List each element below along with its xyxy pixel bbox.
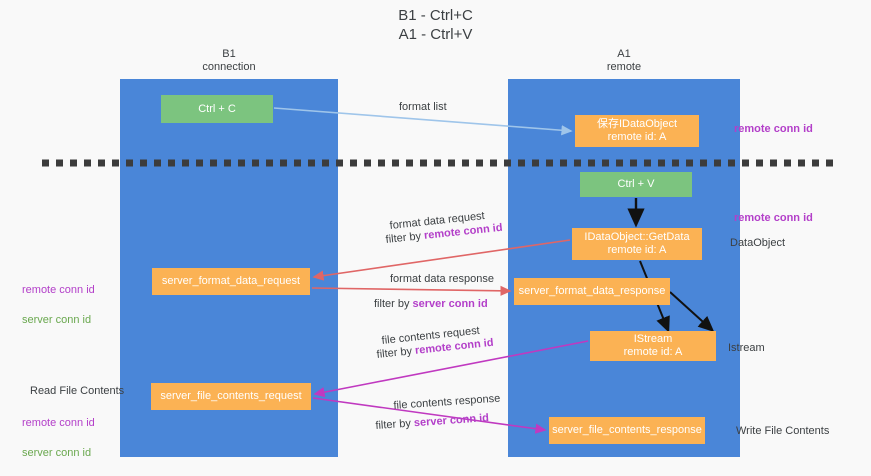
label-format-list: format list xyxy=(399,101,447,113)
annotation-conn-ids-format: remote conn id server conn id xyxy=(22,268,95,343)
arrow-format-data-request xyxy=(312,239,571,281)
filter-by-text-3: filter by xyxy=(376,344,416,361)
box-ctrl-c[interactable]: Ctrl + C xyxy=(161,95,273,123)
annotation-dataobject: DataObject xyxy=(730,237,786,249)
annotation-server-conn-id-left-1: server conn id xyxy=(22,314,92,326)
box-ctrl-v[interactable]: Ctrl + V xyxy=(580,172,692,197)
diagram-title: B1 - Ctrl+C A1 - Ctrl+V xyxy=(398,7,473,43)
box-server-file-contents-request[interactable]: server_file_contents_request xyxy=(151,383,311,410)
annotation-conn-ids-file: remote conn id server conn id xyxy=(22,401,95,476)
server-conn-id-emphasis-1: server conn id xyxy=(412,298,488,310)
annotation-remote-conn-id-top: remote conn id xyxy=(734,123,813,135)
lane-header-a1: A1 remote xyxy=(606,48,642,73)
box-idataobject-getdata[interactable]: IDataObject::GetData remote id: A xyxy=(572,228,702,260)
arrow-format-list xyxy=(273,107,573,136)
box-istream[interactable]: IStream remote id: A xyxy=(590,331,716,361)
arrow-file-contents-response xyxy=(312,397,547,434)
arrow-file-contents-request xyxy=(313,340,589,398)
label-filter-by-server-conn-id-format: filter by server conn id xyxy=(374,297,488,311)
box-server-file-contents-response[interactable]: server_file_contents_response xyxy=(549,417,705,444)
annotation-read-file-contents: Read File Contents xyxy=(30,385,125,397)
lane-header-b1: B1 connection xyxy=(202,48,256,73)
box-server-format-data-request[interactable]: server_format_data_request xyxy=(152,268,310,295)
label-format-data-response: format data response xyxy=(390,273,494,285)
filter-by-text-4: filter by xyxy=(375,417,415,432)
arrow-format-data-response xyxy=(311,285,512,296)
annotation-server-conn-id-left-2: server conn id xyxy=(22,447,92,459)
annotation-remote-conn-id-left-2: remote conn id xyxy=(22,417,95,429)
filter-by-text-1: filter by xyxy=(385,229,425,246)
annotation-remote-conn-id-left-1: remote conn id xyxy=(22,284,95,296)
arrow-response-to-istream xyxy=(669,291,715,333)
annotation-remote-conn-id-mid: remote conn id xyxy=(734,212,813,224)
box-server-format-data-response[interactable]: server_format_data_response xyxy=(514,278,670,305)
annotation-write-file-contents: Write File Contents xyxy=(736,425,830,437)
annotation-istream: Istream xyxy=(728,342,765,354)
filter-by-text-2: filter by xyxy=(374,298,413,310)
box-save-idataobject[interactable]: 保存IDataObject remote id: A xyxy=(575,115,699,147)
